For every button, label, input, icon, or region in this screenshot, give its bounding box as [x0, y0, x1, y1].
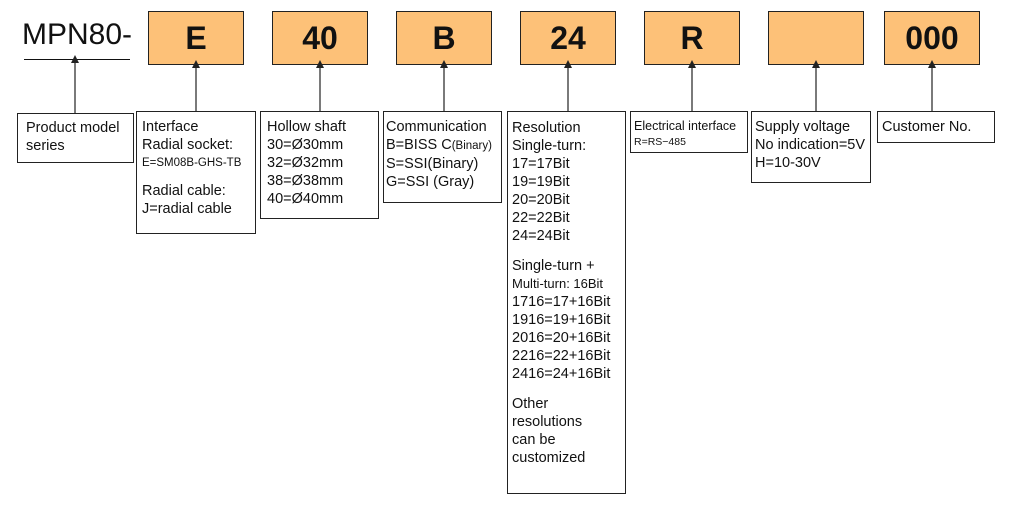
multi-turn-option: 2416=24+16Bit: [512, 366, 611, 382]
product-line: Product model: [26, 120, 120, 136]
single-turn-title: Single-turn:: [512, 138, 587, 154]
single-turn-option: 19=19Bit: [512, 174, 570, 190]
interface-socket-value: E=SM08B-GHS-TB: [142, 157, 242, 169]
supply-voltage-box: Supply voltage No indication=5V H=10-30V: [751, 111, 871, 183]
multi-turn-title: Single-turn +: [512, 258, 595, 274]
code-supply: [768, 11, 864, 65]
interface-socket-label: Radial socket:: [142, 137, 234, 153]
product-line: series: [26, 138, 65, 154]
communication-box: Communication B=BISS C(Binary) S=SSI(Bin…: [383, 111, 502, 203]
interface-box: Interface Radial socket: E=SM08B-GHS-TB …: [136, 111, 256, 234]
other-resolutions-note: can be: [512, 432, 556, 448]
communication-biss-sub: (Binary): [451, 140, 492, 152]
interface-cable-value: J=radial cable: [142, 201, 232, 217]
communication-ssi-binary: S=SSI(Binary): [386, 156, 479, 172]
multi-turn-option: 2216=22+16Bit: [512, 348, 611, 364]
hollow-shaft-box: Hollow shaft 30=Ø30mm 32=Ø32mm 38=Ø38mm …: [260, 111, 379, 219]
multi-turn-bits: : 16Bit: [566, 276, 604, 291]
communication-ssi-gray: G=SSI (Gray): [386, 174, 475, 190]
customer-title: Customer No.: [882, 119, 972, 135]
shaft-option: 32=Ø32mm: [267, 155, 344, 171]
supply-option: H=10-30V: [755, 155, 821, 171]
code-resolution: 24: [520, 11, 616, 65]
customer-number-box: Customer No.: [877, 111, 995, 143]
shaft-option: 30=Ø30mm: [267, 137, 344, 153]
resolution-title: Resolution: [512, 120, 581, 136]
shaft-title: Hollow shaft: [267, 119, 346, 135]
model-prefix: MPN80-: [22, 18, 133, 51]
code-electrical: R: [644, 11, 740, 65]
supply-title: Supply voltage: [755, 119, 851, 135]
interface-title: Interface: [142, 119, 199, 135]
shaft-option: 40=Ø40mm: [267, 191, 344, 207]
interface-cable-label: Radial cable:: [142, 183, 226, 199]
product-series-box: Product model series: [17, 113, 134, 163]
single-turn-option: 17=17Bit: [512, 156, 570, 172]
other-resolutions-note: Other: [512, 396, 549, 412]
electrical-interface-box: Electrical interface R=RS−485: [630, 111, 748, 153]
multi-turn-option: 1916=19+16Bit: [512, 312, 611, 328]
code-communication: B: [396, 11, 492, 65]
code-shaft: 40: [272, 11, 368, 65]
resolution-box: Resolution Single-turn: 17=17Bit 19=19Bi…: [507, 111, 626, 494]
other-resolutions-note: customized: [512, 450, 586, 466]
electrical-title: Electrical interface: [634, 119, 737, 133]
electrical-value: R=RS−485: [634, 136, 686, 148]
multi-turn-option: 1716=17+16Bit: [512, 294, 611, 310]
code-customer: 000: [884, 11, 980, 65]
communication-biss: B=BISS C: [386, 137, 452, 153]
multi-turn-option: 2016=20+16Bit: [512, 330, 611, 346]
communication-title: Communication: [386, 119, 487, 135]
single-turn-option: 22=22Bit: [512, 210, 570, 226]
code-interface: E: [148, 11, 244, 65]
other-resolutions-note: resolutions: [512, 414, 583, 430]
shaft-option: 38=Ø38mm: [267, 173, 344, 189]
multi-turn-label: Multi-turn: [512, 276, 567, 291]
single-turn-option: 24=24Bit: [512, 228, 570, 244]
supply-option: No indication=5V: [755, 137, 866, 153]
single-turn-option: 20=20Bit: [512, 192, 570, 208]
